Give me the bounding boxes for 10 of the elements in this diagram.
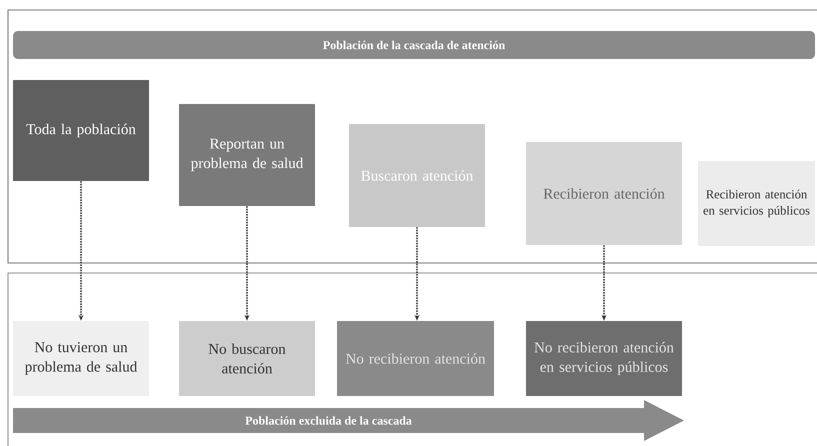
stage-box: No buscaron atención — [179, 321, 315, 396]
stage-box: Reportan un problema de salud — [179, 104, 315, 206]
stage-box: Recibieron atención en servicios públicos — [698, 161, 815, 246]
stage-box: No recibieron atención — [337, 321, 494, 396]
stage-box: Recibieron atención — [526, 142, 682, 245]
stage-box: No recibieron atención en servicios públicos — [526, 321, 682, 396]
header-band: Población de la cascada de atención — [13, 31, 815, 59]
arrow-band: Población excluida de la cascada — [13, 400, 684, 441]
stage-box: No tuvieron un problema de salud — [13, 321, 149, 396]
stage-box: Toda la población — [13, 80, 149, 181]
